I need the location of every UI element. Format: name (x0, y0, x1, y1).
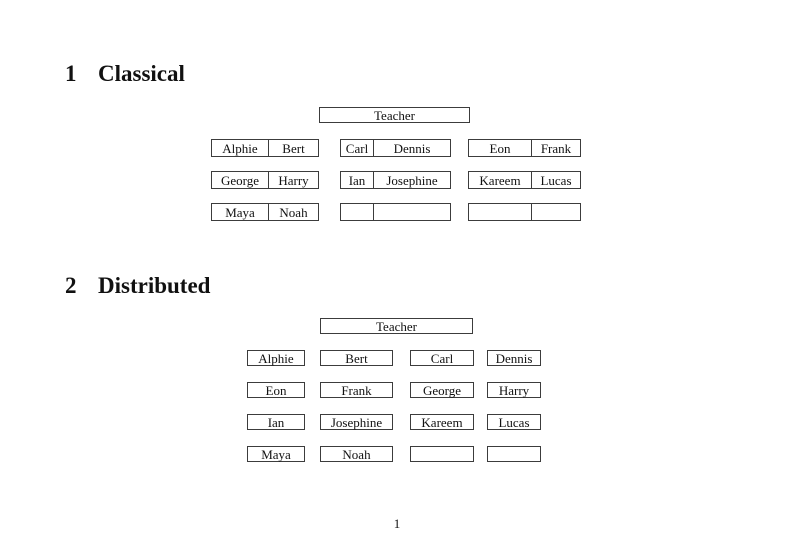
seat-label: Carl (341, 140, 374, 156)
distributed-desk-r1c4: Dennis (487, 350, 541, 366)
seat-label: Alphie (212, 140, 269, 156)
seat-label: Bert (282, 140, 305, 156)
seat-label-empty (374, 204, 450, 220)
distributed-desk-r4c3-empty (410, 446, 474, 462)
classical-desk-r1c3: Eon Frank (468, 139, 581, 157)
seat-label: Noah (279, 204, 308, 220)
distributed-desk-r2c2: Frank (320, 382, 393, 398)
distributed-teacher-box: Teacher (320, 318, 473, 334)
seat-label: Lucas (540, 172, 572, 188)
seat-label-empty (469, 204, 532, 220)
seat-label: Josephine (386, 172, 438, 188)
distributed-desk-r2c3: George (410, 382, 474, 398)
seat-label: Dennis (393, 140, 431, 156)
distributed-desk-r1c1: Alphie (247, 350, 305, 366)
seat-label-empty (532, 204, 580, 220)
distributed-desk-r4c4-empty (487, 446, 541, 462)
seat-label: George (212, 172, 269, 188)
distributed-desk-r1c2: Bert (320, 350, 393, 366)
section-heading-distributed: 2 Distributed (65, 274, 210, 297)
distributed-desk-r3c1: Ian (247, 414, 305, 430)
classical-desk-r3c2-empty (340, 203, 451, 221)
section-number: 2 (65, 273, 77, 298)
seat-label: Kareem (469, 172, 532, 188)
classical-desk-r3c1: Maya Noah (211, 203, 319, 221)
distributed-desk-r3c2: Josephine (320, 414, 393, 430)
distributed-desk-r4c2: Noah (320, 446, 393, 462)
section-number: 1 (65, 61, 77, 86)
classical-teacher-box: Teacher (319, 107, 470, 123)
classical-desk-r1c2: Carl Dennis (340, 139, 451, 157)
seat-label: Frank (540, 140, 572, 156)
section-title: Classical (98, 61, 185, 86)
classical-desk-r1c1: Alphie Bert (211, 139, 319, 157)
seat-label: Eon (469, 140, 532, 156)
distributed-desk-r3c3: Kareem (410, 414, 474, 430)
distributed-desk-r2c1: Eon (247, 382, 305, 398)
distributed-desk-r4c1: Maya (247, 446, 305, 462)
classical-desk-r2c1: George Harry (211, 171, 319, 189)
seat-label: Harry (278, 172, 309, 188)
classical-desk-r2c3: Kareem Lucas (468, 171, 581, 189)
seat-label-empty (341, 204, 374, 220)
page-number: 1 (393, 516, 401, 531)
classical-desk-r2c2: Ian Josephine (340, 171, 451, 189)
classical-desk-r3c3-empty (468, 203, 581, 221)
section-heading-classical: 1 Classical (65, 62, 185, 85)
distributed-desk-r2c4: Harry (487, 382, 541, 398)
section-title: Distributed (98, 273, 211, 298)
seat-label: Ian (341, 172, 374, 188)
distributed-desk-r3c4: Lucas (487, 414, 541, 430)
distributed-desk-r1c3: Carl (410, 350, 474, 366)
seat-label: Maya (212, 204, 269, 220)
